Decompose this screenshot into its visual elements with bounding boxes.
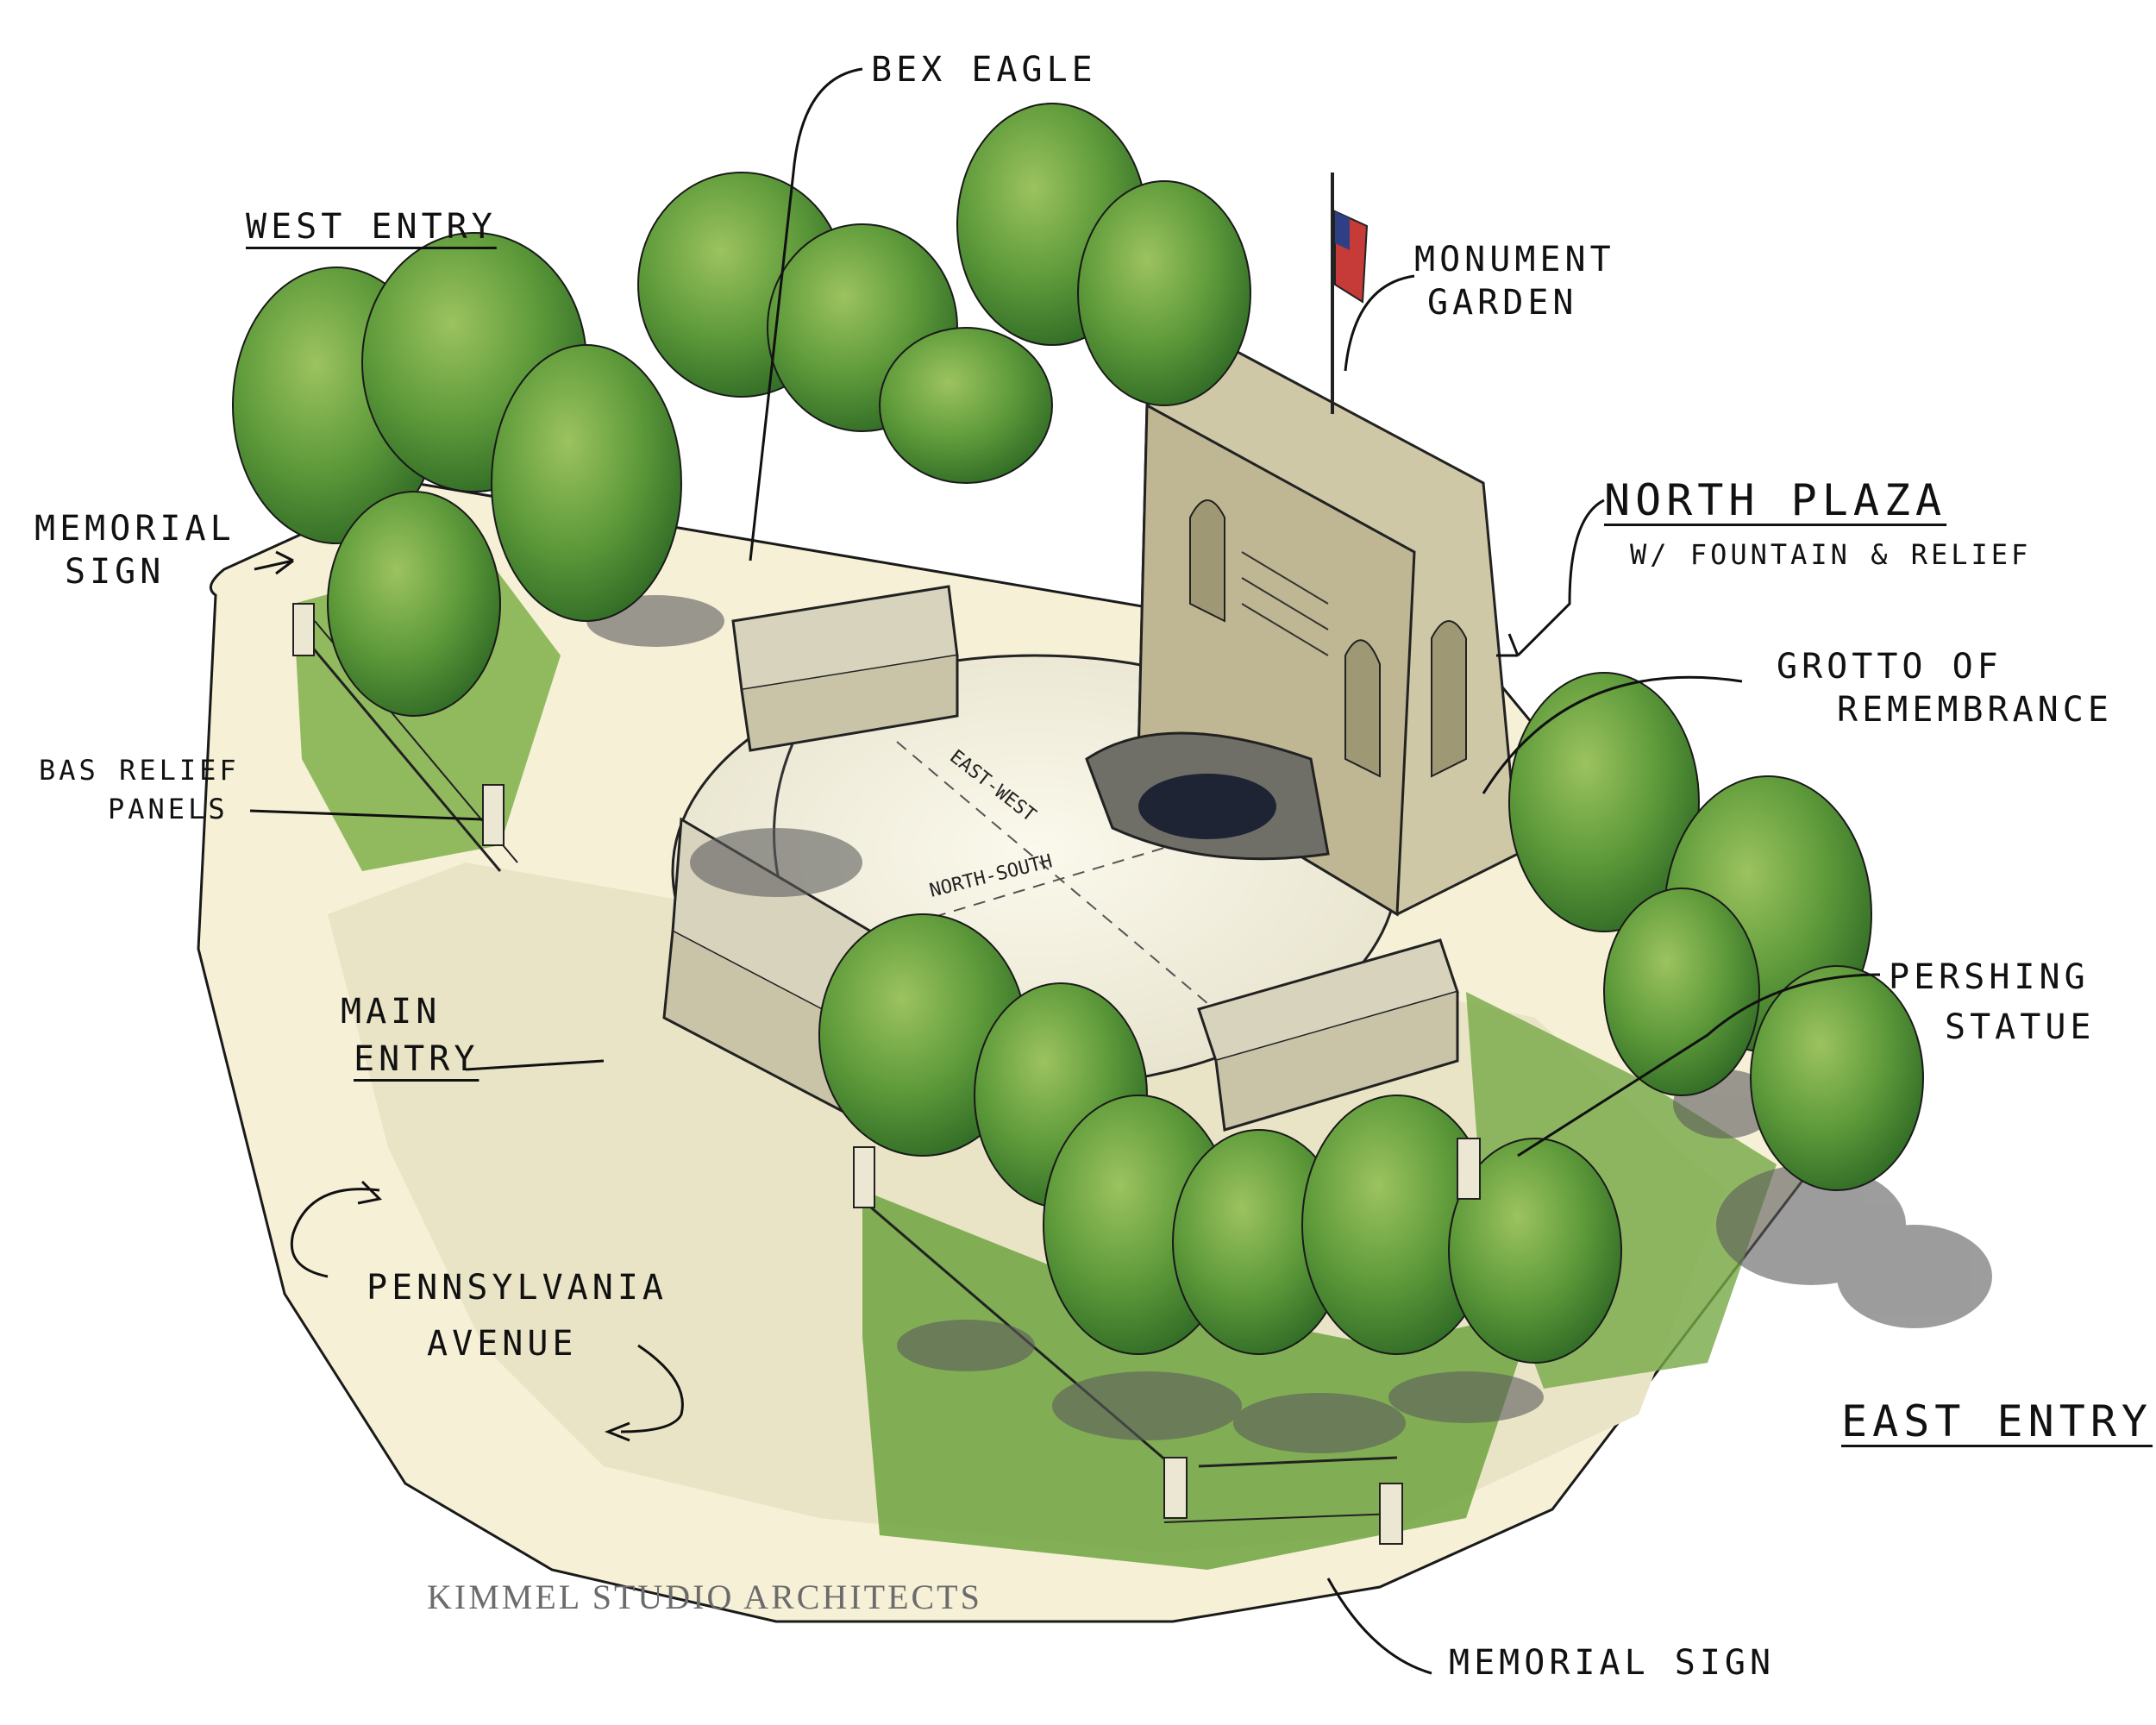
label-bex-eagle: BEX EAGLE (871, 50, 1097, 90)
trees (232, 103, 1924, 1364)
label-grotto-2: REMEMBRANCE (1837, 690, 2113, 730)
label-memorial-sign-1: MEMORIAL (34, 509, 235, 549)
label-main-entry-1: MAIN (341, 992, 442, 1032)
label-memorial-sign-bottom: MEMORIAL SIGN (1449, 1643, 1776, 1683)
label-east-entry: EAST ENTRY (1841, 1396, 2153, 1446)
label-monument-garden-2: GARDEN (1427, 283, 1578, 323)
label-memorial-sign-2: SIGN (65, 552, 166, 592)
leader-lines (249, 67, 1881, 1675)
label-north-plaza: NORTH PLAZA (1604, 475, 1947, 525)
grotto-fountain (1085, 731, 1330, 861)
label-west-entry: WEST ENTRY (246, 207, 497, 247)
tree-shadows (586, 595, 1992, 1453)
colonnade-east (1197, 938, 1459, 1132)
label-main-entry-2: ENTRY (354, 1039, 479, 1079)
entry-pillars (292, 603, 1481, 1545)
label-north-plaza-sub: W/ FOUNTAIN & RELIEF (1630, 538, 2032, 571)
label-bas-relief-2: PANELS (108, 793, 229, 825)
label-penn-ave-1: PENNSYLVANIA (367, 1268, 667, 1308)
label-pershing-1: PERSHING (1889, 957, 2090, 997)
studio-credit: KIMMEL STUDIO ARCHITECTS (427, 1578, 982, 1616)
label-grotto-1: GROTTO OF (1777, 647, 2002, 687)
label-penn-ave-2: AVENUE (427, 1324, 578, 1364)
label-pershing-2: STATUE (1945, 1007, 2096, 1047)
flag-pole (1331, 172, 1369, 414)
label-monument-garden-1: MONUMENT (1414, 240, 1615, 279)
label-bas-relief-1: BAS RELIEF (39, 754, 240, 787)
